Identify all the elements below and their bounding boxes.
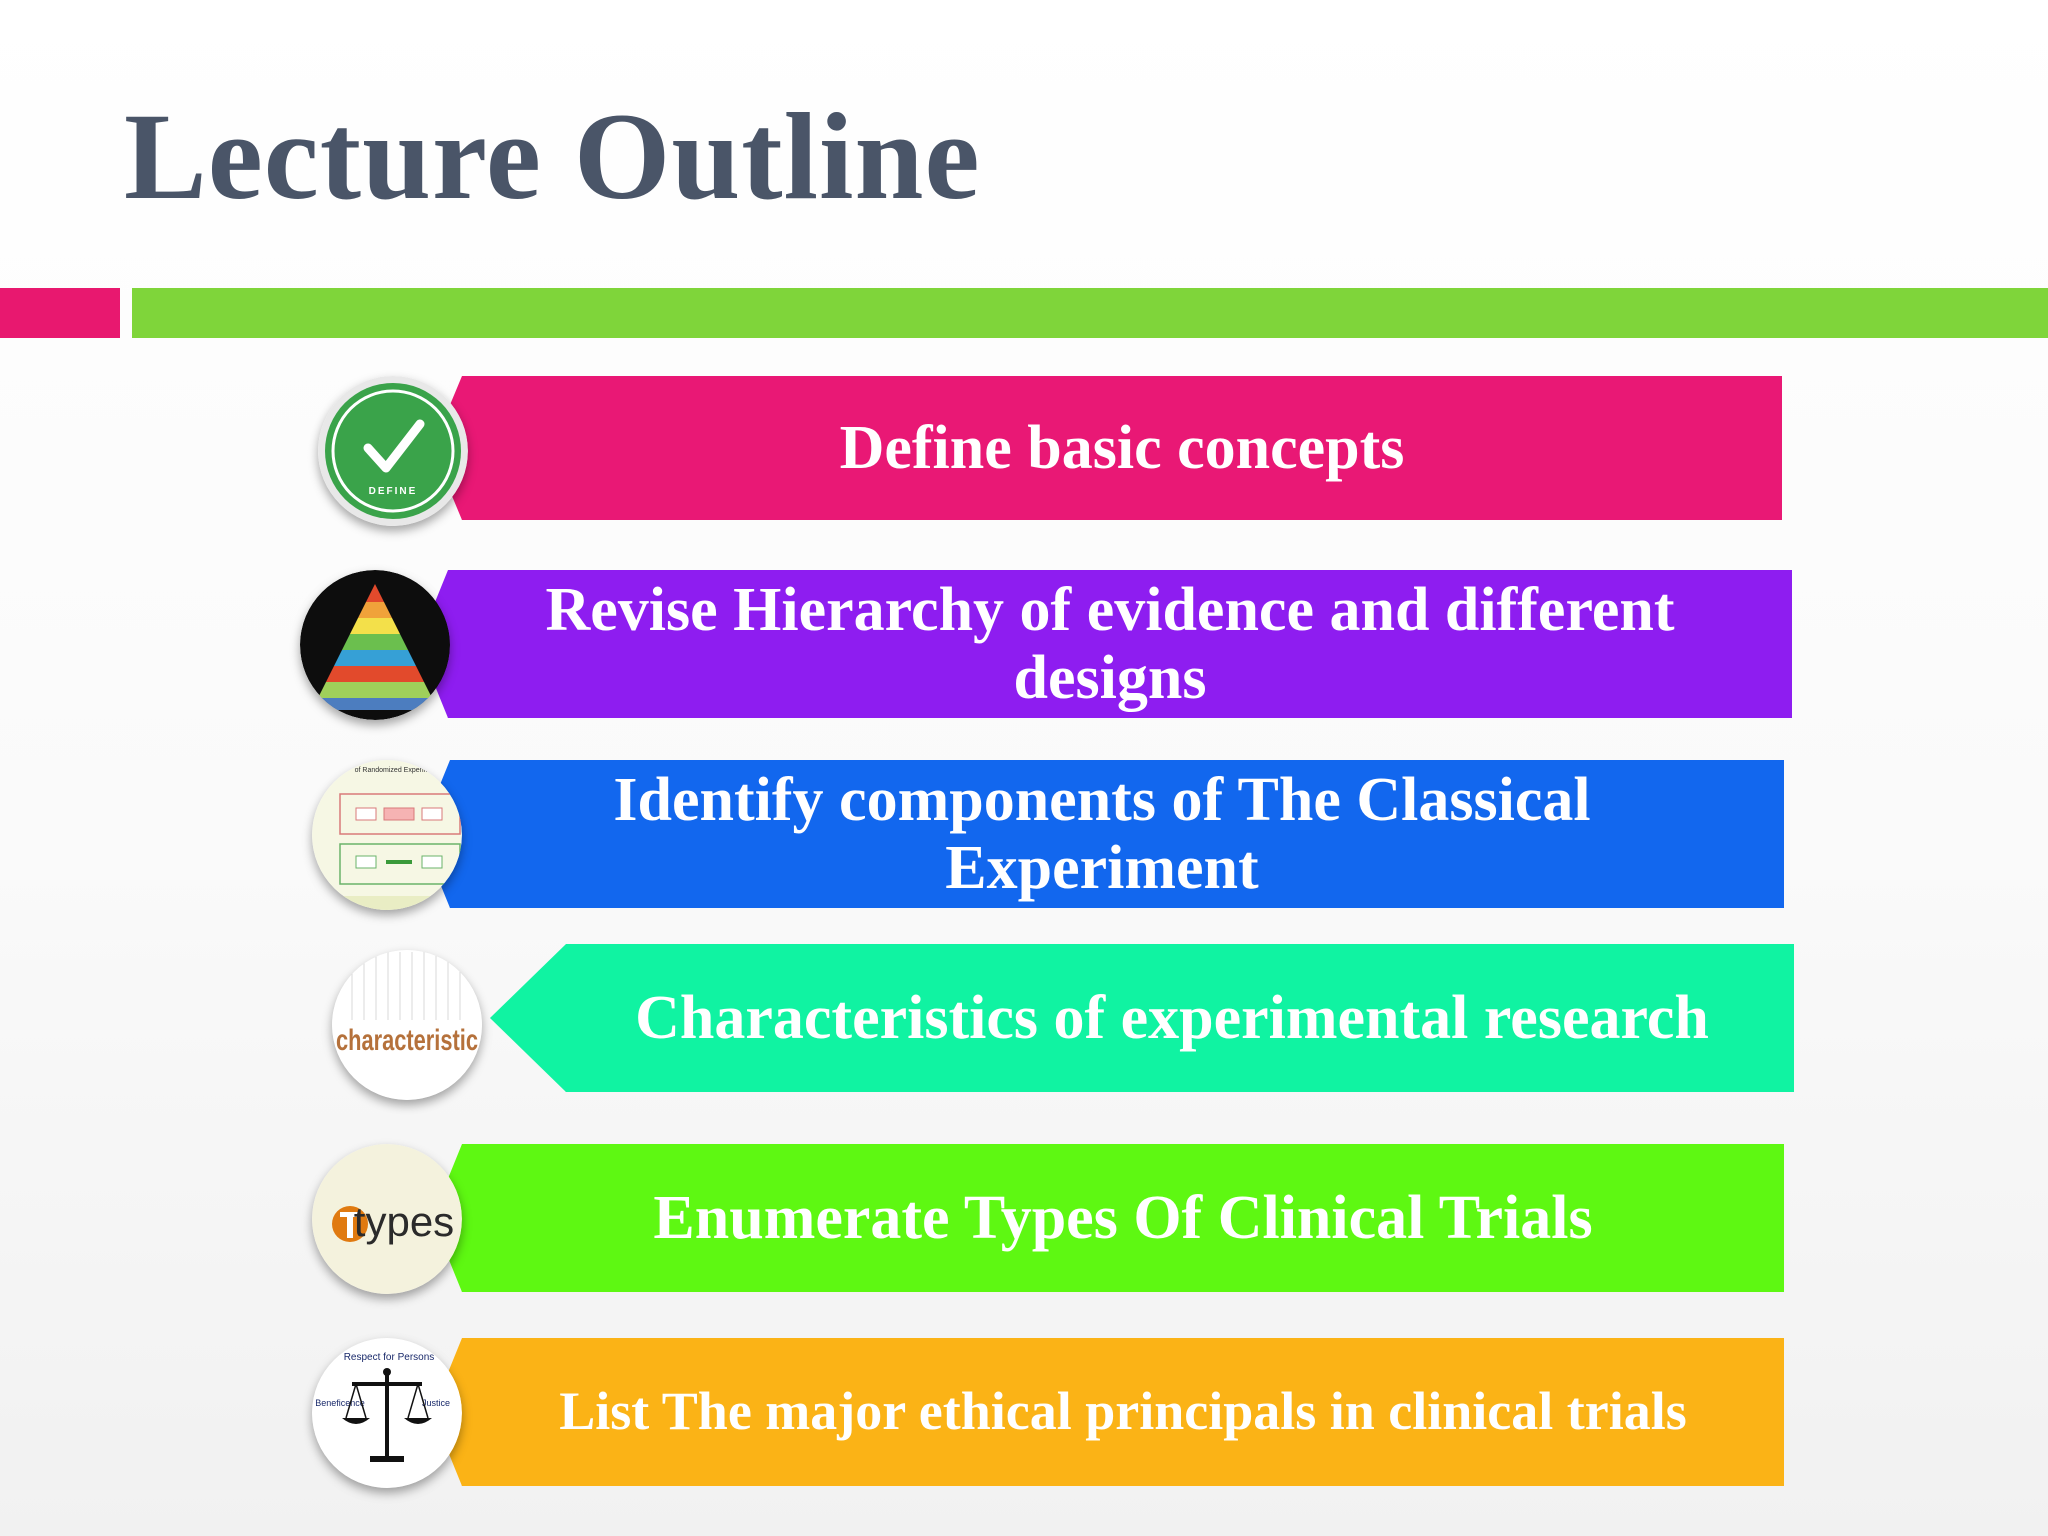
outline-item-label: Enumerate Types Of Clinical Trials bbox=[653, 1183, 1593, 1252]
outline-item-characteristics: Characteristics of experimental research bbox=[490, 944, 1794, 1092]
accent-bar-pink bbox=[0, 288, 120, 338]
outline-item-define: Define basic concepts bbox=[432, 376, 1782, 520]
define-icon-text: DEFINE bbox=[369, 486, 418, 497]
outline-item-label: List The major ethical principals in cli… bbox=[559, 1381, 1687, 1442]
outline-item-ethical-principles: List The major ethical principals in cli… bbox=[432, 1338, 1784, 1486]
types-icon-text: types bbox=[354, 1198, 454, 1245]
outline-item-types: Enumerate Types Of Clinical Trials bbox=[432, 1144, 1784, 1292]
outline-item-label: Define basic concepts bbox=[839, 413, 1405, 482]
outline-item-classical-experiment: Identify components of The Classical Exp… bbox=[420, 760, 1784, 908]
characteristic-icon-text: characteristic bbox=[336, 1024, 478, 1057]
randomized-experiment-diagram-icon: of Randomized Experim bbox=[312, 760, 462, 910]
scales-of-justice-icon: Respect for Persons Beneficence Justice bbox=[312, 1338, 462, 1488]
scales-label-justice: Justice bbox=[422, 1398, 450, 1408]
outline-item-label: Characteristics of experimental research bbox=[635, 983, 1709, 1052]
types-logo-icon: types bbox=[312, 1144, 462, 1294]
outline-item-hierarchy: Revise Hierarchy of evidence and differe… bbox=[418, 570, 1792, 718]
diagram-icon-text: of Randomized Experim bbox=[355, 767, 430, 774]
outline-item-label: Revise Hierarchy of evidence and differe… bbox=[545, 575, 1675, 712]
evidence-pyramid-icon bbox=[300, 570, 450, 720]
outline-item-label: Identify components of The Classical Exp… bbox=[613, 765, 1591, 902]
define-checkmark-icon: DEFINE bbox=[318, 376, 468, 526]
characteristic-word-icon: characteristic bbox=[332, 950, 482, 1100]
accent-bar-green bbox=[132, 288, 2048, 338]
scales-label-beneficence: Beneficence bbox=[315, 1398, 365, 1408]
slide-title: Lecture Outline bbox=[124, 88, 981, 225]
scales-label-respect: Respect for Persons bbox=[344, 1352, 435, 1363]
